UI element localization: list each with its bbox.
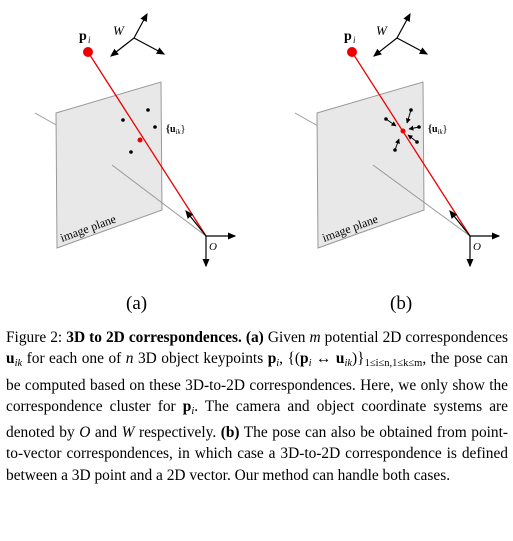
math-formula: {( — [287, 350, 301, 368]
math-subscript: 1≤i≤n,1≤k≤m — [364, 358, 423, 370]
math-symbol: n — [125, 350, 134, 368]
math-formula: )} — [352, 350, 365, 368]
projection-extension-line — [34, 112, 59, 127]
panel-b: p i W O image plane {uik} — [294, 12, 501, 268]
projection-ray — [351, 51, 471, 237]
projected-point — [400, 128, 406, 134]
point-subscript: i — [353, 35, 356, 45]
image-plane — [55, 81, 163, 249]
projection-ray — [87, 51, 207, 237]
object-frame-axes — [110, 12, 166, 57]
math-subscript: ik — [344, 358, 353, 370]
math-symbol: p — [300, 350, 309, 368]
caption-text: 3D object keypoints — [133, 350, 268, 368]
caption-text: , the pose can be computed based on thes… — [6, 350, 509, 415]
correspondence-vectors — [384, 108, 421, 152]
subfigure-label-b: (b) — [390, 293, 413, 314]
caption-title: 3D to 2D correspondences. — [66, 329, 242, 346]
math-subscript: i — [308, 358, 312, 370]
projected-point — [137, 137, 143, 143]
math-symbol: p — [182, 397, 192, 415]
projection-extension-line — [294, 112, 319, 127]
keypoint-p — [347, 47, 357, 57]
correspondence-dot — [146, 108, 150, 112]
math-symbol: p — [267, 350, 277, 368]
camera-frame-axes — [449, 210, 501, 268]
caption-prefix: Figure 2: — [6, 329, 67, 346]
caption-text: for each one of — [22, 350, 126, 368]
caption-text: potential 2D correspondences — [320, 329, 508, 346]
correspondence-dot — [153, 125, 157, 129]
subfigure-label-a: (a) — [126, 293, 148, 314]
camera-frame-axes — [185, 210, 237, 268]
correspondence-label: {uik} — [428, 124, 447, 136]
optical-axis-line — [372, 164, 471, 237]
panel-a: p i W O image plane {uik} — [34, 12, 237, 268]
figure: p i W O image plane {uik} — [34, 12, 501, 268]
camera-frame-label: O — [209, 241, 217, 253]
correspondence-label: {uik} — [166, 124, 185, 136]
math-symbol: O — [79, 424, 91, 442]
caption-text: . The camera and object coordinate syste… — [6, 397, 508, 442]
math-subscript: i — [276, 358, 280, 370]
point-subscript: i — [88, 35, 91, 45]
correspondence-dot — [129, 150, 133, 154]
caption-text: and — [90, 424, 122, 442]
optical-axis-line — [111, 164, 207, 237]
point-label: p — [344, 29, 352, 44]
caption-text: Given — [263, 329, 310, 346]
object-frame-label: W — [113, 23, 125, 38]
figure-caption: Figure 2: 3D to 2D correspondences. (a) … — [6, 327, 508, 486]
math-subscript: ik — [14, 358, 23, 370]
correspondence-dot — [121, 118, 125, 122]
math-symbol: m — [309, 329, 321, 346]
caption-tag-b: (b) — [220, 424, 240, 442]
math-symbol: u — [6, 350, 15, 368]
keypoint-p — [83, 47, 93, 57]
math-symbol: W — [121, 424, 135, 442]
caption-text: , — [279, 350, 284, 368]
object-frame-label: W — [376, 23, 388, 38]
caption-text: respectively. — [134, 424, 221, 442]
math-formula: ↔ — [311, 350, 336, 368]
object-frame-axes — [373, 12, 429, 57]
camera-frame-label: O — [473, 241, 481, 253]
math-subscript: i — [191, 405, 195, 417]
math-symbol: u — [335, 350, 345, 368]
point-label: p — [79, 29, 87, 44]
caption-tag-a: (a) — [245, 329, 264, 346]
caption-text: The pose can also be obtained from point… — [6, 424, 509, 484]
